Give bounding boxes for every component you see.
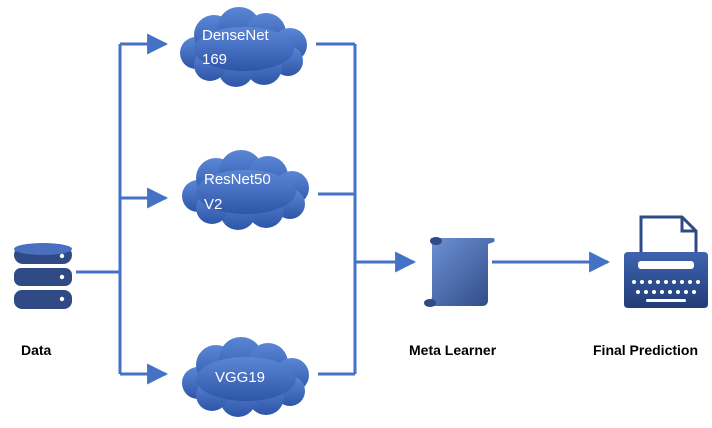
cloud-icon — [182, 150, 309, 230]
connectors — [76, 33, 611, 385]
data-label: Data — [21, 342, 52, 358]
model-vgg-node: VGG19 — [182, 337, 309, 417]
final-prediction-label: Final Prediction — [593, 342, 698, 358]
database-icon — [14, 243, 72, 309]
model-densenet-node: DenseNet 169 — [180, 7, 307, 87]
model-name-line2: 169 — [202, 51, 227, 68]
model-name-line1: DenseNet — [202, 27, 270, 44]
model-name-line1: ResNet50 — [204, 171, 271, 188]
cloud-icon — [180, 7, 307, 87]
printer-icon — [624, 215, 708, 308]
meta-learner-label: Meta Learner — [409, 342, 497, 358]
model-resnet-node: ResNet50 V2 — [182, 150, 309, 230]
model-name-line1: VGG19 — [215, 369, 265, 386]
model-name-line2: V2 — [204, 196, 222, 213]
scroll-icon — [424, 237, 495, 307]
